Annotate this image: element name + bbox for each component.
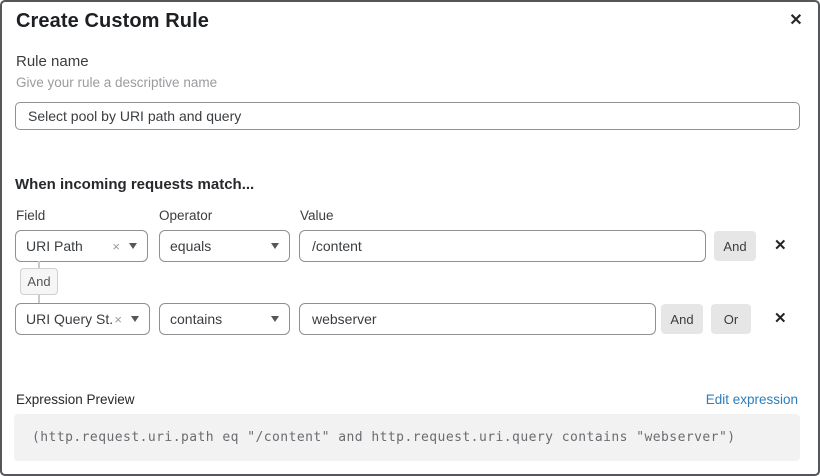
chevron-down-icon <box>129 243 137 249</box>
field-select-row2-value: URI Query St... <box>26 311 115 327</box>
rule-name-label: Rule name <box>16 53 89 70</box>
delete-row1-icon[interactable]: ✕ <box>774 237 787 254</box>
operator-select-row1[interactable]: equals <box>159 230 290 262</box>
column-label-field: Field <box>16 208 46 223</box>
clear-icon[interactable]: × <box>112 238 120 254</box>
value-input-row1[interactable] <box>299 230 706 262</box>
column-label-operator: Operator <box>159 208 213 223</box>
operator-select-row2[interactable]: contains <box>159 303 290 335</box>
operator-select-row2-value: contains <box>170 311 223 327</box>
field-select-row1[interactable]: URI Path × <box>15 230 148 262</box>
or-button-row2[interactable]: Or <box>711 304 751 334</box>
field-select-row1-value: URI Path <box>26 238 83 254</box>
close-icon[interactable]: ✕ <box>784 8 808 32</box>
delete-row2-icon[interactable]: ✕ <box>774 310 787 327</box>
column-label-value: Value <box>300 208 334 223</box>
chevron-down-icon <box>271 243 279 249</box>
edit-expression-link[interactable]: Edit expression <box>705 392 798 407</box>
connector-and-badge: And <box>20 268 58 295</box>
rule-name-input[interactable] <box>15 102 800 130</box>
operator-select-row1-value: equals <box>170 238 212 254</box>
and-button-row2[interactable]: And <box>661 304 703 334</box>
field-select-row2[interactable]: URI Query St... × <box>15 303 150 335</box>
and-button-row1[interactable]: And <box>714 231 756 261</box>
matcher-heading: When incoming requests match... <box>15 176 255 193</box>
expression-preview-label: Expression Preview <box>16 392 135 407</box>
clear-icon[interactable]: × <box>114 311 122 327</box>
expression-code-block: (http.request.uri.path eq "/content" and… <box>14 414 800 461</box>
chevron-down-icon <box>271 316 279 322</box>
rule-name-helper: Give your rule a descriptive name <box>16 75 218 90</box>
expression-code: (http.request.uri.path eq "/content" and… <box>32 430 736 445</box>
value-input-row2[interactable] <box>299 303 656 335</box>
dialog-title: Create Custom Rule <box>16 10 209 32</box>
chevron-down-icon <box>131 316 139 322</box>
